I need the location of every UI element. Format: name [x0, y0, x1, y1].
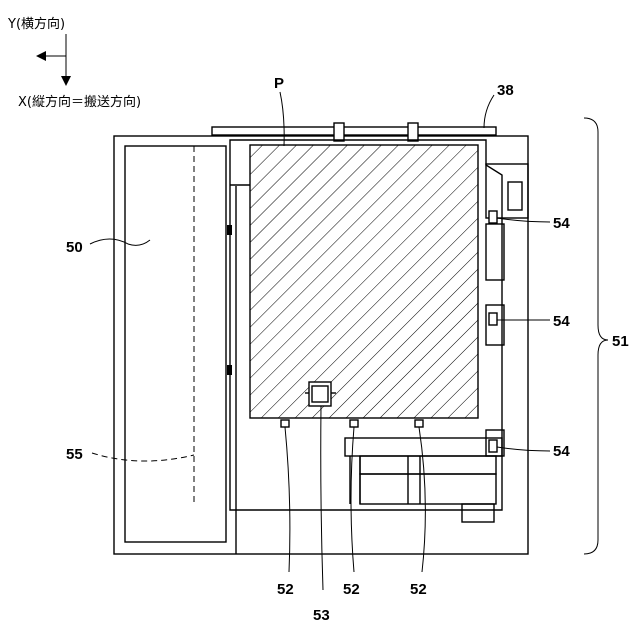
sensor-52-b [350, 420, 358, 427]
label-52-b: 52 [343, 581, 360, 598]
axis-arrow [36, 34, 71, 86]
sensor-52-c [415, 420, 423, 427]
label-52-a: 52 [277, 581, 294, 598]
sensor-52-a [281, 420, 289, 427]
clamp-right [408, 123, 418, 141]
label-54-b: 54 [553, 313, 570, 330]
label-51: 51 [612, 333, 629, 350]
label-52-c: 52 [410, 581, 427, 598]
label-50: 50 [66, 239, 83, 256]
label-53: 53 [313, 607, 330, 624]
sensor-53 [305, 382, 336, 406]
label-55: 55 [66, 446, 83, 463]
sensor-54-b [489, 313, 497, 325]
y-axis-label: Y(横方向) [7, 16, 65, 32]
x-axis-label: X(縦方向＝搬送方向) [18, 94, 141, 110]
label-38: 38 [497, 82, 514, 99]
label-54-a: 54 [553, 215, 570, 232]
sensor-54-c [489, 440, 497, 452]
brace-51 [584, 118, 608, 554]
clamp-left [334, 123, 344, 141]
tray-50 [125, 146, 226, 542]
bar-38 [212, 127, 496, 135]
sheet-p [250, 145, 478, 418]
label-54-c: 54 [553, 443, 570, 460]
sensor-54-a [489, 211, 497, 223]
label-p: P [274, 75, 284, 92]
